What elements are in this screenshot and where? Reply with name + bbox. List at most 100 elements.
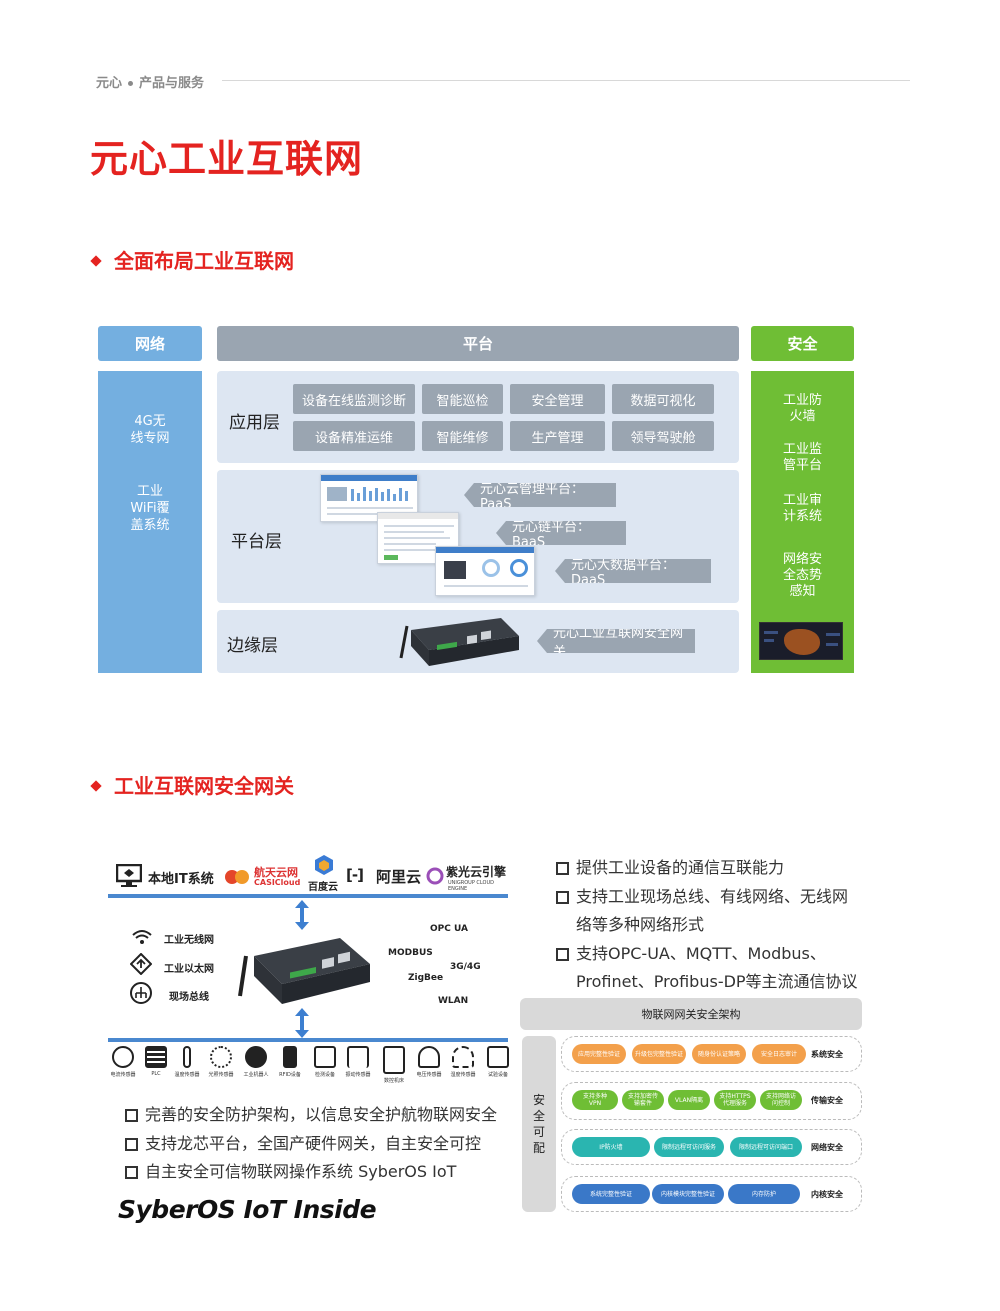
arch-row-network-security: IP防火墙 限制远程可访问服务 限制远程可访问端口 网络安全 [561,1129,862,1165]
device-label: 电压传感器 [416,1072,442,1078]
device-label: 光照传感器 [208,1072,234,1078]
protocol-modbus: MODBUS [388,948,433,958]
protocol-wlan: WLAN [438,996,469,1006]
device-cnc: 数控机床 [377,1046,411,1084]
device-industrial-robot: 工业机器人 [239,1046,273,1078]
vibration-icon [347,1046,369,1068]
device-temperature-sensor: 温度传感器 [170,1046,204,1078]
top-divider [108,894,508,898]
app-item-online-monitoring: 设备在线监测诊断 [293,384,415,414]
app-item-smart-repair: 智能维修 [422,421,503,451]
device-test-equipment: 试验设备 [481,1046,515,1078]
feature-item: 完善的安全防护架构，以信息安全护航物联网安全 [125,1101,497,1130]
arch-row-label: 网络安全 [811,1143,843,1152]
arch-pill: 限制远程可访问端口 [730,1137,802,1157]
platform-column-header: 平台 [217,326,739,361]
arch-pill: 支持网络访 问控制 [760,1090,802,1110]
feature-item-continued: Profinet、Profibus-DP等主流通信协议 [576,972,858,991]
app-item-leadership-cockpit: 领导驾驶舱 [612,421,714,451]
feature-item: 自主安全可信物联网操作系统 SyberOS IoT [125,1158,497,1187]
section-heading-gateway: 工业互联网安全网关 [90,770,294,799]
daas-screenshot [435,546,535,596]
edge-layer-label: 边缘层 [227,636,278,656]
arch-pill: 内存防护 [728,1184,800,1204]
device-label: 电流传感器 [110,1072,136,1078]
device-label: RFID设备 [279,1072,301,1078]
bottom-divider [108,1038,508,1042]
fieldbus-icon [130,982,152,1004]
tag-baas: 元心链平台：BaaS [496,521,626,545]
device-label: PLC [151,1071,161,1077]
sun-icon [210,1046,232,1068]
feature-item: 支持OPC-UA、MQTT、Modbus、 [556,940,858,969]
diamond-icon [90,254,102,267]
cloud-logos-row: 本地IT系统 航天云网 CASICloud 百度云 [-] 阿里云 紫光云引擎 … [108,855,508,894]
arch-pill: 限制远程可访问服务 [654,1137,724,1157]
arch-pill: 随身份认证策略 [692,1044,746,1064]
network-column: 4G无 线专网 工业 WiFi覆 盖系统 [98,371,202,673]
security-item-audit: 工业审 计系统 [782,493,822,524]
logo-casic-en: CASICloud [254,878,301,887]
cnc-machine-icon [383,1046,405,1074]
security-configurable-label: 安 全 可 配 [522,1036,556,1212]
network-column-header: 网络 [98,326,202,361]
protocol-opcua: OPC UA [430,924,468,934]
app-item-data-visualization: 数据可视化 [612,384,714,414]
device-plc: PLC [139,1046,173,1077]
logo-casic: 航天云网 [254,866,298,879]
china-map-icon [784,629,820,655]
dashboard-bar [764,639,774,642]
casic-logo-icon [225,870,249,884]
arch-row-transport-security: 支持多种 VPN 支持加密传 输套件 VLAN隔离 支持HTTPS 代理服务 支… [561,1082,862,1120]
network-type-ethernet: 工业以太网 [164,964,214,975]
section-heading-text: 工业互联网安全网关 [114,774,294,798]
inspection-device-icon [314,1046,336,1068]
network-item-4g: 4G无 线专网 [130,414,170,446]
baidu-cloud-logo-icon [315,855,333,875]
ethernet-icon [130,953,152,975]
breadcrumb-section: 产品与服务 [139,76,205,91]
protocol-zigbee: ZigBee [408,973,444,983]
security-item-monitor: 工业监 管平台 [782,442,822,473]
device-label: 振动传感器 [345,1072,371,1078]
tag-paas: 元心云管理平台：PaaS [464,483,616,507]
dashboard-bar [826,643,838,646]
network-item-wifi: 工业 WiFi覆 盖系统 [130,484,170,533]
test-equipment-icon [487,1046,509,1068]
platform-layer: 平台层 元心云管理平台：PaaS 元心链平台：BaaS 元心大数据平台：DaaS [217,470,739,603]
feature-item: 支持龙芯平台，全国产硬件网关，自主安全可控 [125,1130,497,1159]
device-label: 湿度传感器 [450,1072,476,1078]
feature-item: 支持工业现场总线、有线网络、无线网 [556,883,858,912]
syberos-logo: SyberOS IoT Inside [118,1195,377,1224]
gauge-icon [112,1046,134,1068]
feature-item-continued: 络等多种网络形式 [576,915,705,934]
arch-row-label: 系统安全 [811,1050,843,1059]
app-item-precise-maintenance: 设备精准运维 [293,421,415,451]
arch-pill: 内核模块完整性验证 [652,1184,724,1204]
arch-pill: 系统完整性验证 [572,1184,650,1204]
arch-row-kernel-security: 系统完整性验证 内核模块完整性验证 内存防护 内核安全 [561,1176,862,1212]
application-layer-label: 应用层 [229,413,280,433]
security-column: 工业防 火墙 工业监 管平台 工业审 计系统 网络安 全态势 感知 [751,371,854,673]
humidity-icon [452,1046,474,1068]
arch-pill: 支持HTTPS 代理服务 [714,1090,756,1110]
arch-pill: 安全日志审计 [752,1044,806,1064]
security-item-situation: 网络安 全态势 感知 [782,552,822,599]
arch-pill: 支持多种 VPN [572,1090,618,1110]
device-light-sensor: 光照传感器 [204,1046,238,1078]
features-right-list: 提供工业设备的通信互联能力 支持工业现场总线、有线网络、无线网 络等多种网络形式… [556,854,858,997]
edge-layer: 边缘层 元心工业互联网安全网关 [217,610,739,673]
logo-aliyun: 阿里云 [376,868,422,886]
thermometer-icon [183,1046,191,1068]
monitor-icon [116,864,142,887]
wifi-icon [132,930,152,944]
arch-row-label: 传输安全 [811,1096,843,1105]
device-inspection: 检测设备 [308,1046,342,1078]
diamond-icon [90,779,102,792]
features-left-list: 完善的安全防护架构，以信息安全护航物联网安全 支持龙芯平台，全国产硬件网关，自主… [125,1101,497,1187]
dashboard-bar [826,633,840,636]
section-heading-text: 全面布局工业互联网 [114,249,294,273]
plc-icon [145,1046,167,1068]
device-label: 工业机器人 [243,1072,269,1078]
paas-screenshot [320,474,418,522]
